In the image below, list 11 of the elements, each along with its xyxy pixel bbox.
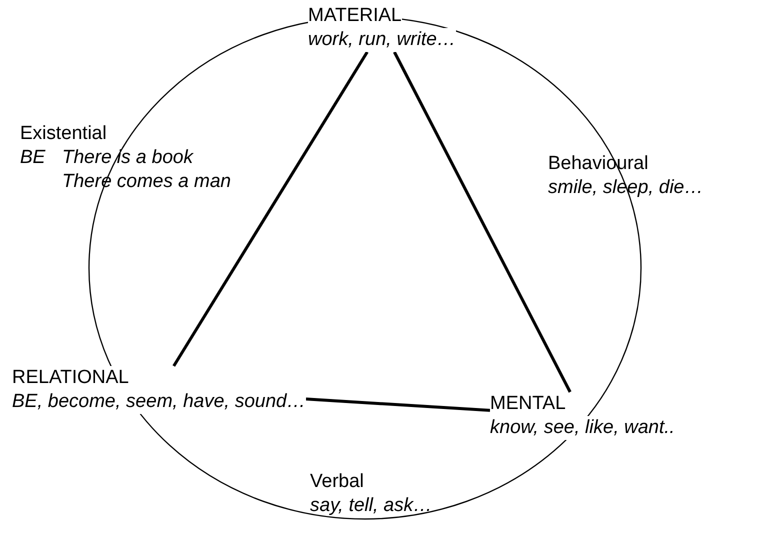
- category-heading: Verbal: [310, 470, 364, 494]
- triangle-side: [393, 51, 572, 393]
- example-text: BE, become, seem, have, sound…: [12, 390, 306, 414]
- example-text: BE: [20, 146, 46, 170]
- triangle-side: [172, 51, 368, 367]
- category-heading: Existential: [20, 122, 107, 146]
- category-heading: RELATIONAL: [12, 366, 129, 390]
- example-text: work, run, write…: [308, 28, 456, 52]
- example-text: say, tell, ask…: [310, 494, 432, 518]
- triangle-side: [306, 398, 490, 412]
- example-text: know, see, like, want..: [490, 416, 675, 440]
